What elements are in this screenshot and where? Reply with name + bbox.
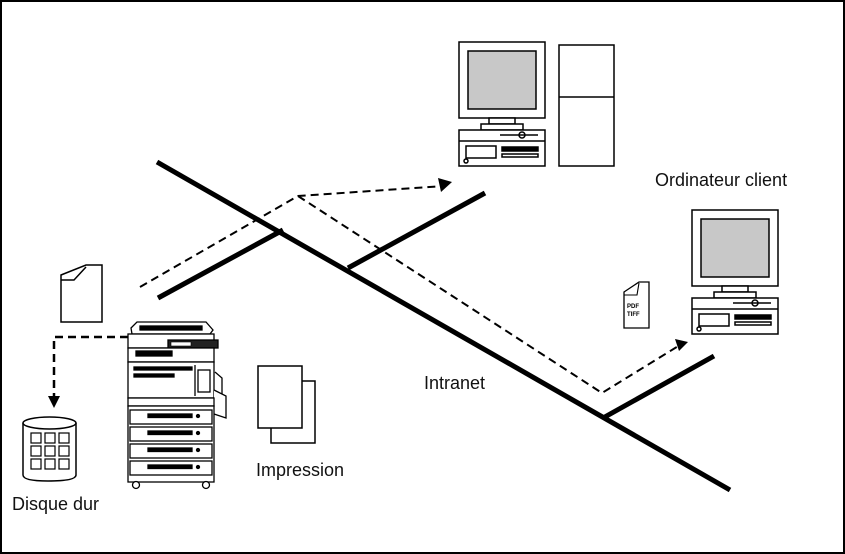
arrowhead-client [675,339,688,351]
client-computer-label: Ordinateur client [655,170,788,190]
branch-line-client [601,353,716,421]
server-computer-icon [458,41,615,167]
print-label: Impression [256,460,345,480]
arrowhead-disk [48,396,60,408]
branch-line-server [346,190,487,271]
branch-line-left [156,227,285,301]
pdf-label: PDF [627,304,639,310]
network-lines [155,159,732,493]
data-flow-paths [52,185,681,399]
flow-path-to-client [297,195,681,395]
client-computer-icon [691,209,779,335]
intranet-label: Intranet [424,373,486,393]
tiff-label: TIFF [627,312,640,318]
hard-disk-icon [22,416,77,482]
hard-disk-label: Disque dur [12,494,100,514]
arrowhead-server [438,178,452,192]
intranet-main-line [155,159,732,493]
document-icon [60,264,103,323]
mfp-printer-icon [127,321,227,490]
pdf-tiff-file-icon: PDF TIFF [623,281,650,329]
printed-pages-icon [257,365,316,444]
